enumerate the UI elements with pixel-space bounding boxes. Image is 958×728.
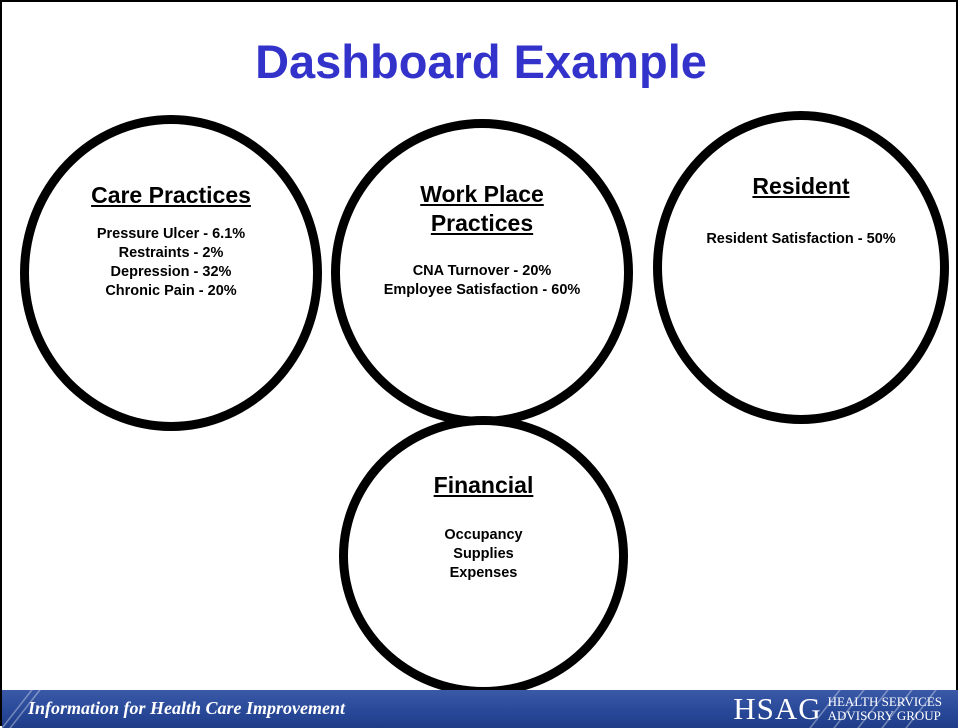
resident-circle: Resident Resident Satisfaction - 50% [653,111,949,424]
care-practices-heading: Care Practices [91,182,251,208]
metric-expenses: Expenses [449,565,518,581]
resident-heading: Resident [752,173,850,199]
metric-depression: Depression - 32% [110,264,232,280]
work-place-practices-metrics: CNA Turnover - 20% Employee Satisfaction… [340,262,624,300]
financial-circle: Financial Occupancy Supplies Expenses [339,416,628,696]
metric-supplies: Supplies [453,546,514,562]
slide-title: Dashboard Example [255,35,707,88]
work-place-practices-heading-line1: Work Place [420,181,544,207]
logo-line-2: ADVISORY GROUP [827,708,941,723]
resident-metrics: Resident Satisfaction - 50% [662,230,940,249]
metric-pressure-ulcer: Pressure Ulcer - 6.1% [96,226,246,242]
work-place-practices-circle: Work Place Practices CNA Turnover - 20% … [331,119,633,426]
work-place-practices-heading-line2: Practices [430,210,534,236]
footer-bar: Information for Health Care Improvement … [2,690,958,728]
financial-metrics: Occupancy Supplies Expenses [348,526,619,583]
metric-employee-satisfaction: Employee Satisfaction - 60% [383,282,581,298]
metric-chronic-pain: Chronic Pain - 20% [105,283,237,299]
metric-restraints: Restraints - 2% [118,245,224,261]
care-practices-circle: Care Practices Pressure Ulcer - 6.1% Res… [20,115,322,431]
metric-occupancy: Occupancy [444,527,523,543]
metric-cna-turnover: CNA Turnover - 20% [412,263,552,279]
footer-tagline: Information for Health Care Improvement [28,698,346,718]
financial-heading: Financial [433,472,534,498]
care-practices-metrics: Pressure Ulcer - 6.1% Restraints - 2% De… [29,225,313,301]
metric-resident-satisfaction: Resident Satisfaction - 50% [706,231,896,247]
logo-abbreviation: HSAG [733,691,822,726]
logo-line-1: HEALTH SERVICES [827,694,942,709]
